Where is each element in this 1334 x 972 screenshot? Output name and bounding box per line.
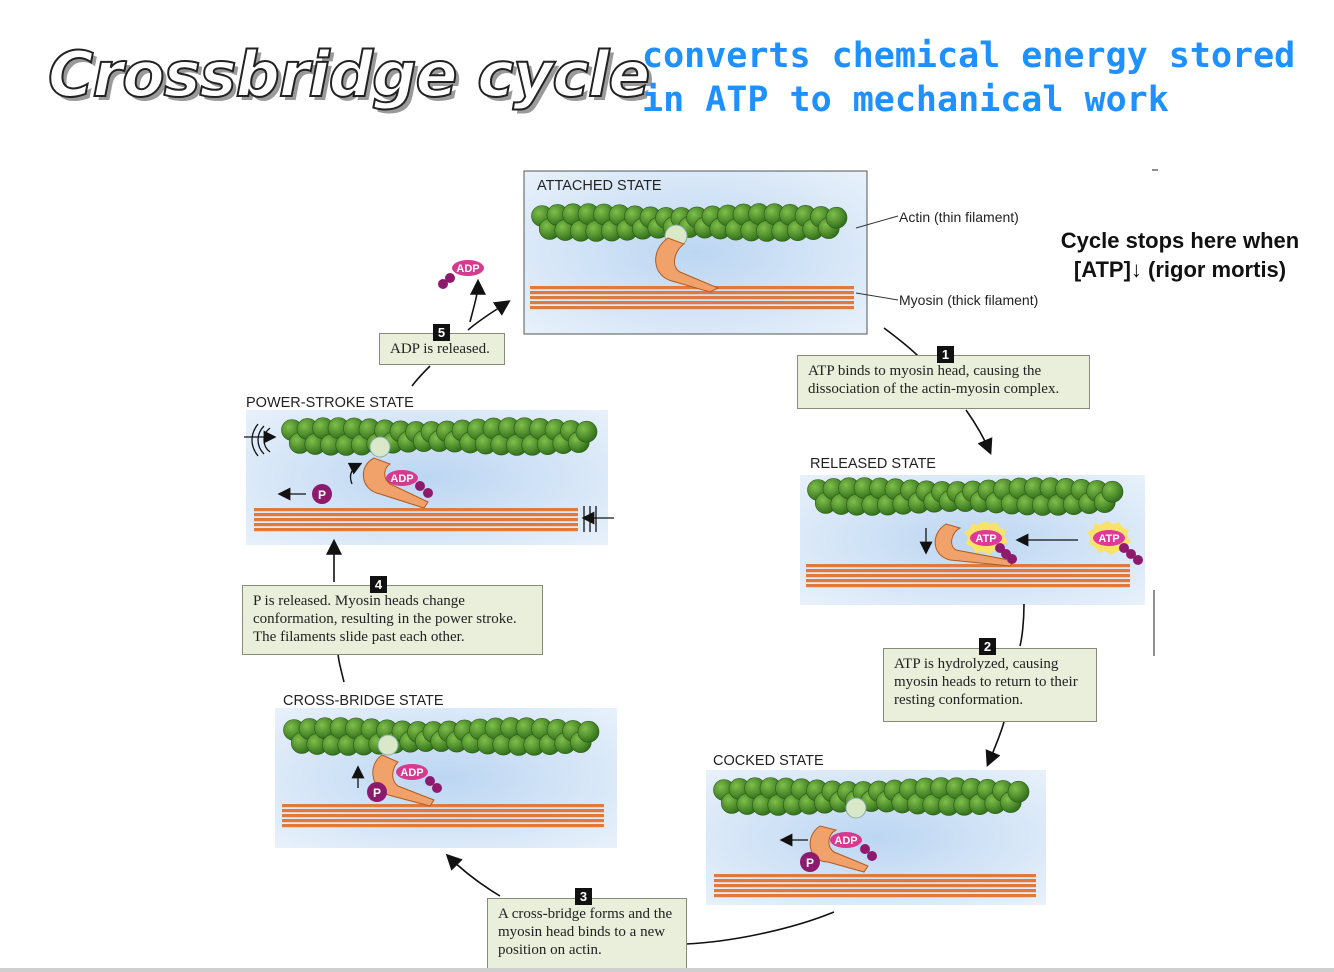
step-5-number: 5 — [433, 324, 450, 341]
p-label: P — [806, 856, 814, 870]
myosin-filament — [714, 874, 1036, 898]
leader-lines — [855, 215, 899, 301]
subtitle: converts chemical energy stored in ATP t… — [642, 36, 1296, 120]
myosin-filament — [530, 286, 854, 310]
myosin-label: Myosin (thick filament) — [899, 292, 1039, 308]
phosphate-powerstroke: P — [312, 484, 332, 504]
adp-label: ADP — [456, 263, 479, 275]
step-1-number: 1 — [937, 346, 954, 363]
adp-molecule-cocked: ADP — [830, 832, 877, 861]
phosphate-crossbridge: P — [367, 782, 387, 802]
myosin-filament — [806, 564, 1130, 588]
step-1-box: ATP binds to myosin head, causing the di… — [797, 355, 1090, 409]
note-line-2: [ATP]↓ (rigor mortis) — [1073, 257, 1287, 282]
page-title: Crossbridge cycle — [47, 37, 651, 112]
myosin-filament — [282, 804, 604, 828]
myosin-head-crossbridge — [372, 734, 435, 807]
actin-filament — [281, 417, 598, 456]
atp-molecule: ATP — [964, 521, 1017, 564]
state-label-powerstroke: POWER-STROKE STATE — [246, 395, 414, 411]
step-2-box: ATP is hydrolyzed, causing myosin heads … — [883, 648, 1097, 722]
step-2-number: 2 — [979, 638, 996, 655]
p-label: P — [318, 488, 326, 502]
rigor-mortis-note: Cycle stops here when [ATP]↓ (rigor mort… — [1040, 226, 1320, 284]
myosin-head-cocked — [809, 797, 869, 873]
myosin-head-powerstroke — [363, 436, 429, 509]
p-label: P — [373, 786, 381, 800]
actin-label: Actin (thin filament) — [899, 209, 1019, 225]
actin-filament — [531, 203, 848, 242]
adp-molecule-powerstroke: ADP — [386, 470, 433, 498]
step-3-box: A cross-bridge forms and the myosin head… — [487, 898, 687, 970]
atp-molecule: ATP — [1087, 521, 1143, 565]
actin-filament — [713, 777, 1030, 816]
cycle-arrows — [326, 278, 1025, 945]
state-label-attached: ATTACHED STATE — [537, 178, 662, 194]
state-label-released: RELEASED STATE — [810, 456, 936, 472]
attached-panel — [523, 170, 868, 335]
myosin-filament — [254, 508, 578, 532]
adp-label: ADP — [390, 473, 413, 485]
motion-arrows — [244, 423, 1078, 847]
adp-molecule-released-top: ADP — [438, 260, 484, 289]
adp-molecule-crossbridge: ADP — [396, 764, 442, 793]
myosin-head-attached — [655, 224, 720, 293]
adp-label: ADP — [400, 767, 423, 779]
atp-label: ATP — [975, 533, 996, 545]
state-label-cocked: COCKED STATE — [713, 753, 824, 769]
bottom-bar — [0, 968, 1334, 972]
phosphate-cocked: P — [800, 852, 820, 872]
step-4-box: P is released. Myosin heads change confo… — [242, 585, 543, 655]
step-4-number: 4 — [370, 576, 387, 593]
state-label-crossbridge: CROSS-BRIDGE STATE — [283, 693, 444, 709]
actin-filament — [807, 477, 1124, 516]
note-line-1: Cycle stops here when — [1060, 228, 1300, 253]
step-3-number: 3 — [575, 888, 592, 905]
adp-label: ADP — [834, 835, 857, 847]
atp-label: ATP — [1098, 533, 1119, 545]
